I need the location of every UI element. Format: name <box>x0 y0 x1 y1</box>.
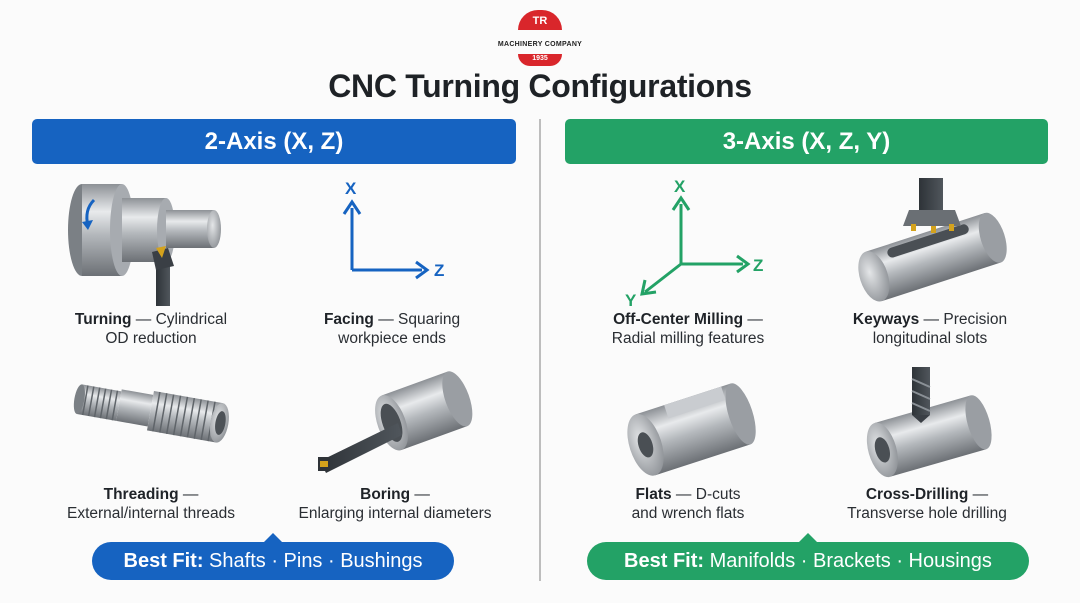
logo-company-name: MACHINERY COMPANY <box>497 41 583 48</box>
off-center-milling-title: Off-Center Milling <box>613 311 744 328</box>
svg-text:X: X <box>674 177 686 196</box>
card-facing: X Z Facing — Squaring workpiece ends <box>277 170 507 348</box>
xzy-axes-icon: X Z Y <box>573 170 803 310</box>
logo-year: 1935 <box>518 54 562 66</box>
turning-caption: Turning — Cylindrical OD reduction <box>74 311 228 347</box>
two-axis-header: 2-Axis (X, Z) <box>32 119 516 164</box>
center-divider <box>539 119 541 581</box>
flats-title: Flats <box>635 486 672 503</box>
svg-text:X: X <box>345 179 357 198</box>
page-title: CNC Turning Configurations <box>328 68 752 104</box>
three-axis-header: 3-Axis (X, Z, Y) <box>565 119 1048 164</box>
card-off-center-milling: X Z Y Off-Center Milling — Radial millin… <box>573 170 803 348</box>
svg-text:Z: Z <box>434 261 444 280</box>
card-boring: Boring — Enlarging internal diameters <box>280 365 510 523</box>
facing-title: Facing <box>323 311 374 328</box>
keyways-title: Keyways <box>852 311 920 328</box>
best-fit-3-axis: Best Fit: Manifolds · Brackets · Housing… <box>587 533 1029 580</box>
threaded-part-icon <box>36 365 266 485</box>
threading-title: Threading <box>103 486 179 503</box>
svg-text:Y: Y <box>625 291 637 310</box>
cross-drilling-caption: Cross-Drilling — Transverse hole drillin… <box>847 486 1007 522</box>
cross-drilling-title: Cross-Drilling <box>865 486 969 503</box>
boring-title: Boring <box>360 486 411 503</box>
turning-icon <box>36 170 266 310</box>
flat-cut-part-icon <box>573 365 803 485</box>
boring-caption: Boring — Enlarging internal diameters <box>298 486 492 522</box>
boring-bar-icon <box>280 365 510 485</box>
threading-caption: Threading — External/internal threads <box>66 486 235 522</box>
logo-initials: TR <box>518 10 562 30</box>
card-turning: Turning — Cylindrical OD reduction <box>36 170 266 348</box>
best-fit-2-axis: Best Fit: Shafts · Pins · Bushings <box>92 533 454 580</box>
facing-caption: Facing — Squaring workpiece ends <box>323 311 461 347</box>
xz-axes-icon: X Z <box>277 170 507 310</box>
turning-title: Turning <box>74 311 132 328</box>
company-logo: TR MACHINERY COMPANY 1935 <box>480 8 600 66</box>
keyways-caption: Keyways — Precision longitudinal slots <box>852 311 1008 347</box>
off-center-milling-caption: Off-Center Milling — Radial milling feat… <box>611 311 765 347</box>
cross-drill-icon <box>812 365 1042 485</box>
card-cross-drilling: Cross-Drilling — Transverse hole drillin… <box>812 365 1042 523</box>
svg-text:Z: Z <box>753 256 763 275</box>
keyway-mill-icon <box>815 170 1045 310</box>
card-threading: Threading — External/internal threads <box>36 365 266 523</box>
card-keyways: Keyways — Precision longitudinal slots <box>815 170 1045 348</box>
card-flats: Flats — D-cuts and wrench flats <box>573 365 803 523</box>
flats-caption: Flats — D-cuts and wrench flats <box>631 486 745 522</box>
